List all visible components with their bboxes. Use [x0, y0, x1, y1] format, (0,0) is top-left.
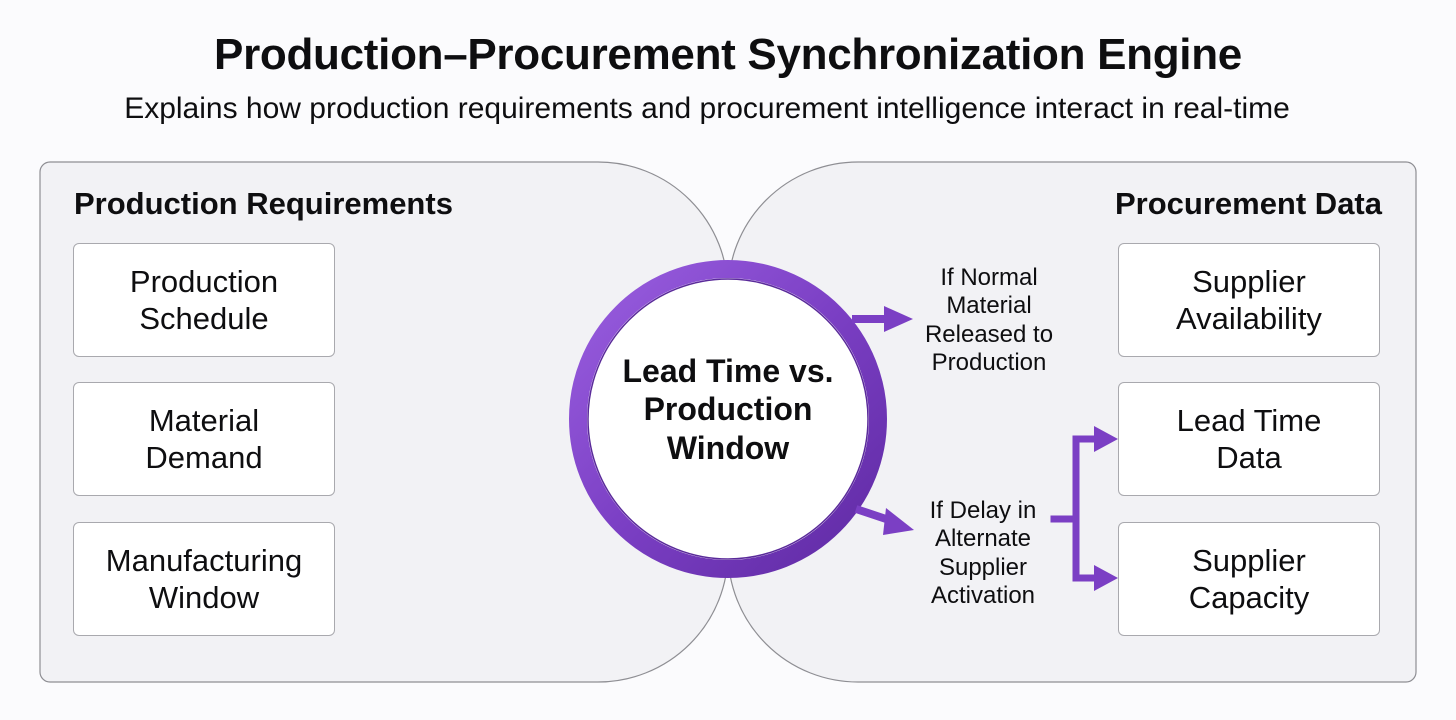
supplier-capacity-card: Supplier Capacity: [1118, 522, 1380, 636]
manufacturing-window-card: Manufacturing Window: [73, 522, 335, 636]
delay-branch-label: If Delay in Alternate Supplier Activatio…: [929, 497, 1037, 609]
delay-bracket-connector: [1050, 435, 1102, 582]
normal-branch-label: If Normal Material Released to Productio…: [924, 264, 1054, 376]
lead-time-arrowhead: [1094, 426, 1118, 452]
capacity-arrowhead: [1094, 565, 1118, 591]
production-requirements-title: Production Requirements: [74, 186, 453, 221]
lead-time-data-card: Lead Time Data: [1118, 382, 1380, 496]
procurement-data-title: Procurement Data: [1114, 186, 1382, 221]
supplier-availability-card: Supplier Availability: [1118, 243, 1380, 357]
hub-ring-inner-edge: [587, 278, 869, 560]
page-title: Production–Procurement Synchronization E…: [214, 30, 1242, 79]
hub-label: Lead Time vs. Production Window: [622, 353, 834, 466]
production-schedule-card: Production Schedule: [73, 243, 335, 357]
hub-ring: [569, 260, 887, 578]
normal-branch-arrowhead: [884, 306, 913, 332]
material-demand-card: Material Demand: [73, 382, 335, 496]
delay-branch-arrowhead: [883, 508, 914, 535]
page-subtitle: Explains how production requirements and…: [124, 92, 1290, 125]
